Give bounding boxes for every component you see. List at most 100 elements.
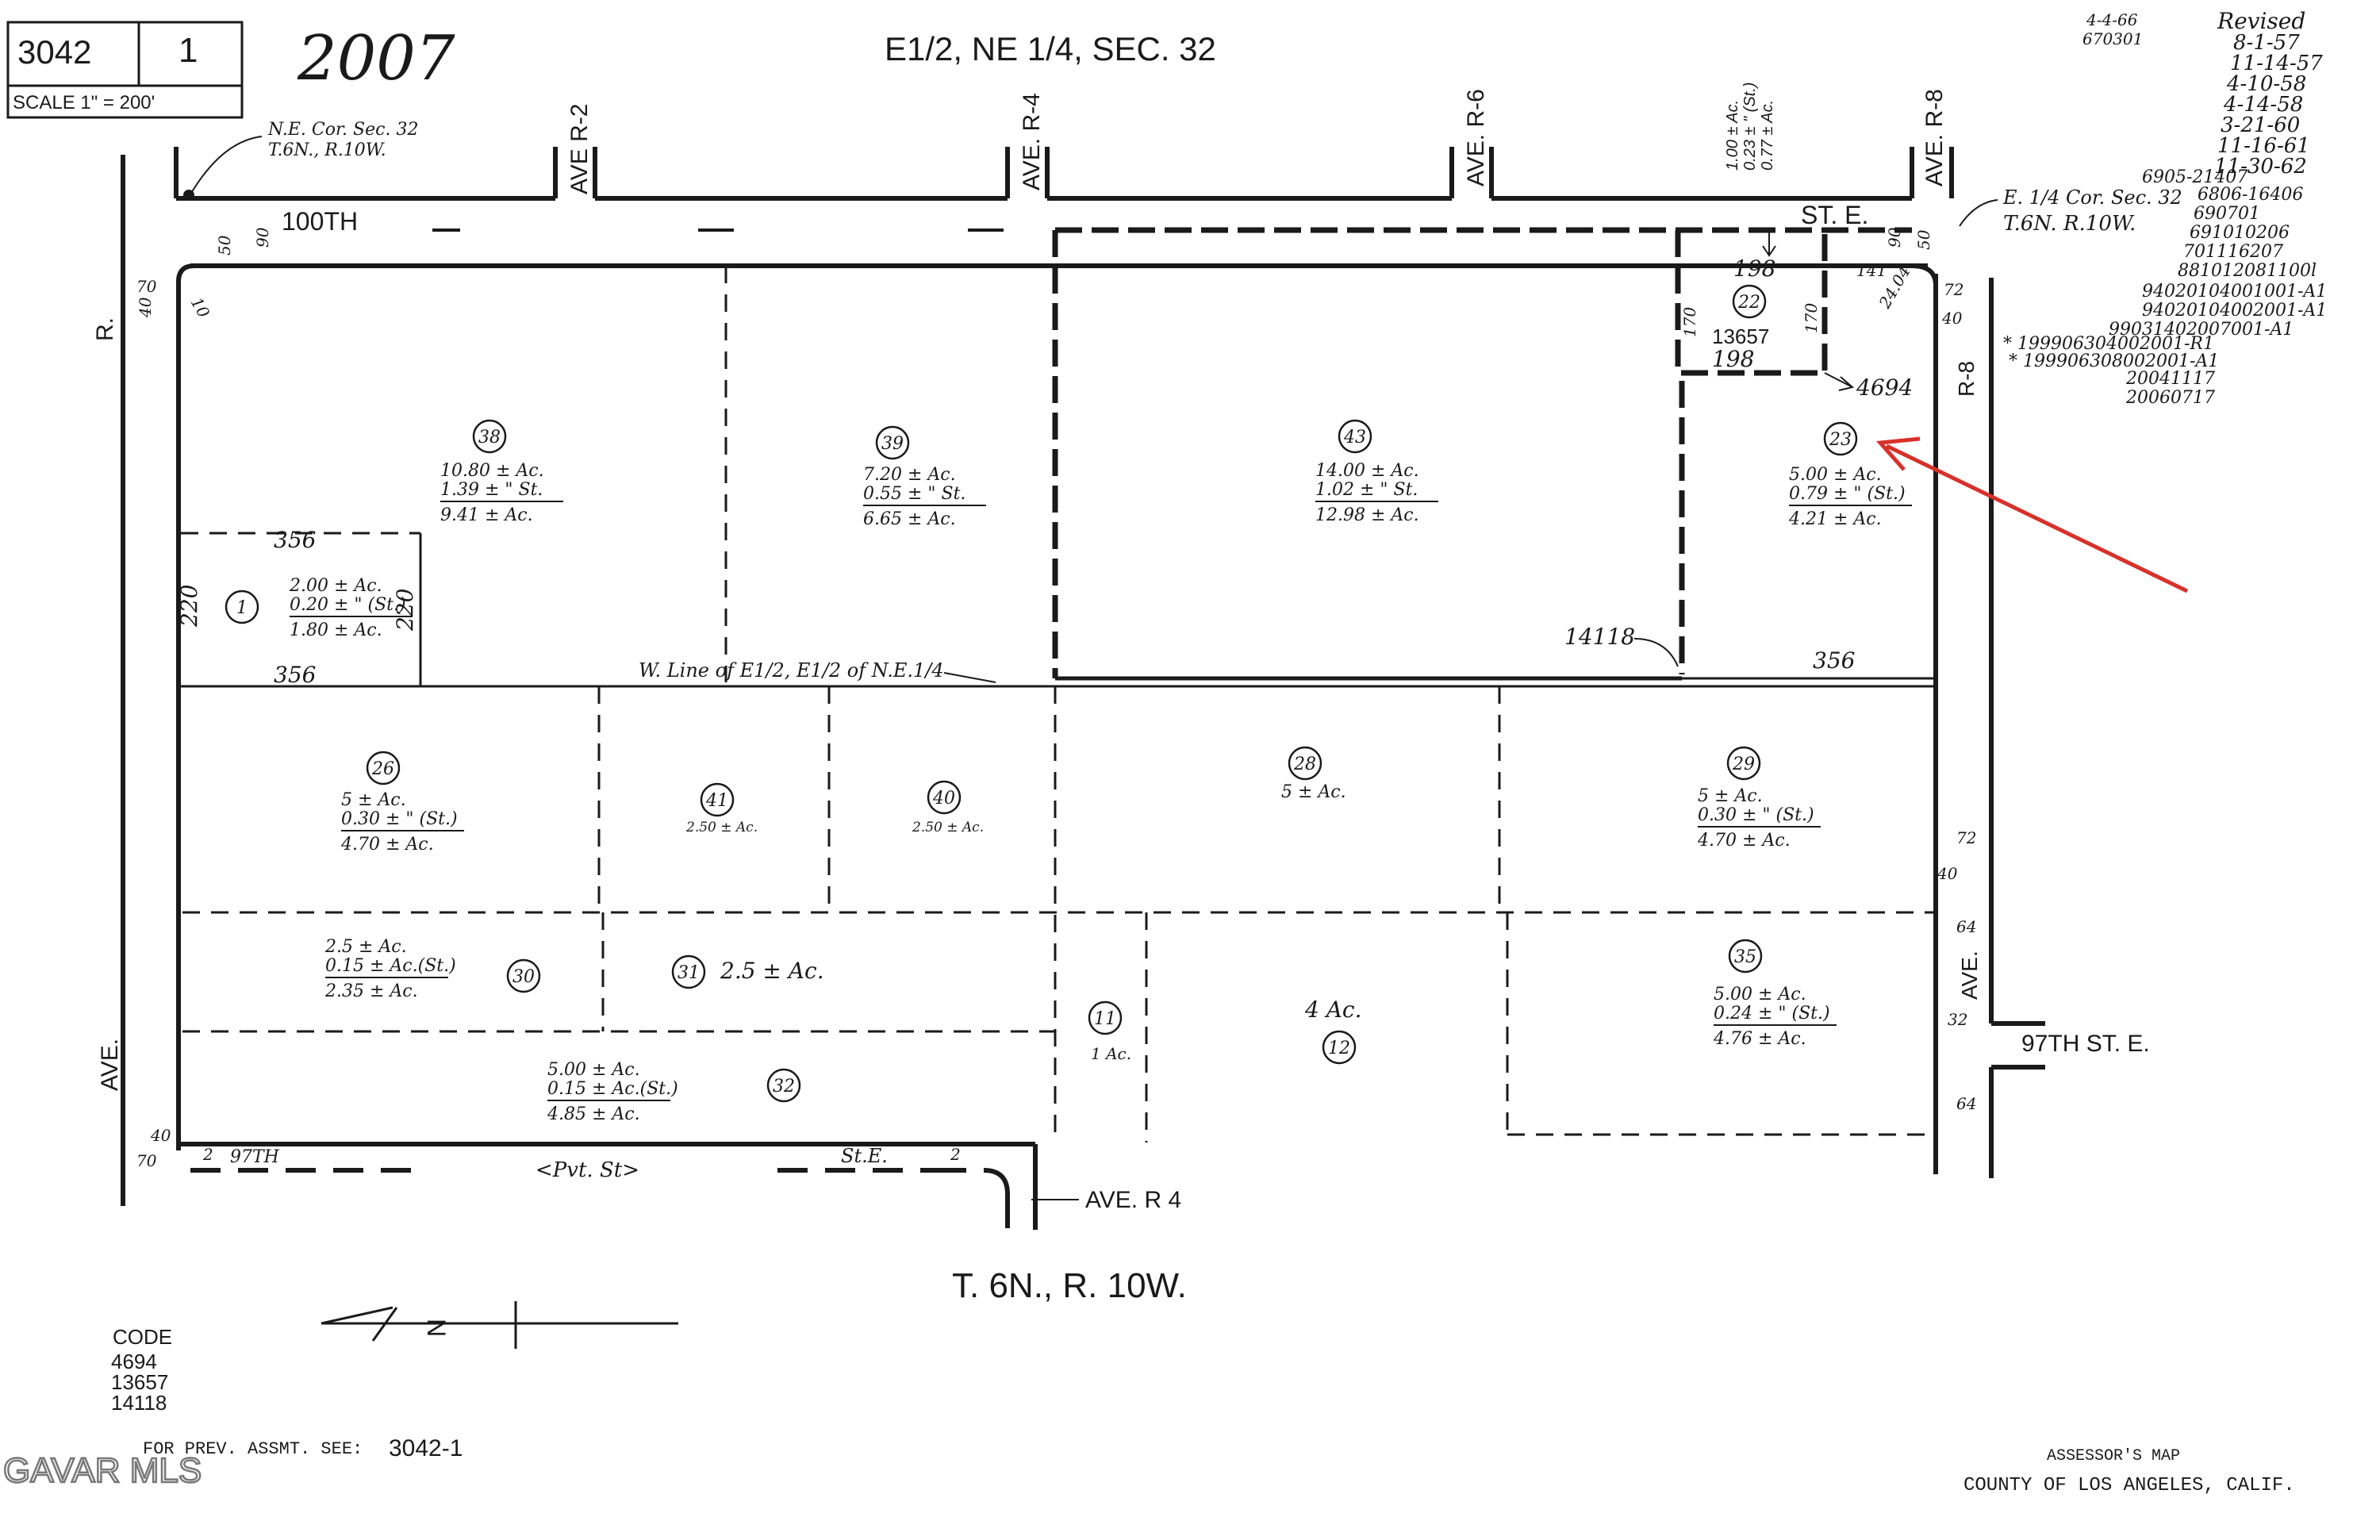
leader-4694 <box>1824 372 1855 391</box>
parcel-number-circle <box>1732 284 1767 319</box>
parcel-street-acres: 0.15 ± Ac.(St.) <box>325 956 456 976</box>
vertical-strip-note: 1.00 ± Ac. 0.23 ± " (St.) 0.77 ± Ac. <box>1724 83 1776 171</box>
parcel-net-acres: 12.98 ± Ac. <box>1315 505 1419 525</box>
parcel-number-circle <box>1726 746 1761 781</box>
parcel-street-acres: 0.20 ± " (St.) <box>290 595 406 615</box>
parcel-solid-lines <box>178 533 1937 1135</box>
revision-date: 4-4-66 <box>2086 10 2138 29</box>
vertical-strip-1: 1.00 ± Ac. <box>1724 100 1741 171</box>
revision-code-entry: 94020104002001-A1 <box>2142 301 2327 321</box>
revision-code-entry: 701116207 <box>2183 242 2283 262</box>
parcel-acres: 10.80 ± Ac. <box>440 461 544 481</box>
parcel-number: 35 <box>1734 947 1756 967</box>
dimension-label: 220 <box>176 585 202 628</box>
parcel-street-acres: 0.79 ± " (St.) <box>1789 484 1906 504</box>
parcel-number-circle <box>1338 419 1372 454</box>
parcel-acres: 5.00 ± Ac. <box>1714 985 1806 1004</box>
map-page-number: 1 <box>178 31 198 70</box>
dimension-label: 356 <box>1813 647 1855 674</box>
township-range: T. 6N., R. 10W. <box>952 1266 1187 1305</box>
street-lines <box>121 147 2045 1230</box>
revision-code-list: 6905-214076806-1640669070169101020670111… <box>2003 167 2327 408</box>
red-arrow-annotation-icon <box>1875 436 2189 593</box>
parcel-number: 28 <box>1293 755 1316 774</box>
parcel-number-circle <box>671 954 706 989</box>
dimension-label: 40 <box>1941 309 1963 328</box>
revision-entry: 3-21-60 <box>2221 113 2300 137</box>
leader-w-line <box>943 672 996 683</box>
revision-code-entry: 6905-21407 <box>2142 167 2248 187</box>
street-left-ave: AVE. <box>97 1039 123 1091</box>
leader-e-cor <box>1959 199 1998 227</box>
parcel-dashed-lines <box>181 266 1936 1143</box>
revision-entry: 4-14-58 <box>2223 93 2303 117</box>
dimension-label: 40 <box>150 1126 171 1145</box>
dim-tick-22 <box>1762 230 1776 257</box>
parcel-1: 12.00 ± Ac.0.20 ± " (St.)1.80 ± Ac. <box>225 576 413 640</box>
dimension-label: 70 <box>136 277 157 296</box>
prev-assmt-label: FOR PREV. ASSMT. SEE: <box>143 1439 363 1459</box>
parcel-number-circle <box>1088 1000 1123 1035</box>
parcel-net-acres: 4.21 ± Ac. <box>1788 509 1882 529</box>
parcel-number: 41 <box>705 791 728 811</box>
e-quarter-corner-note: E. 1/4 Cor. Sec. 32 <box>2002 186 2182 209</box>
parcel-net-acres: 4.76 ± Ac. <box>1713 1029 1806 1049</box>
parcel-number: 22 <box>1737 293 1760 313</box>
revision-list: 8-1-5711-14-574-10-584-14-583-21-6011-16… <box>2214 31 2323 179</box>
street-ave-r6: AVE. R-6 <box>1463 89 1489 186</box>
parcel-net-acres: 4.85 ± Ac. <box>547 1104 640 1124</box>
parcel-net-acres: 9.41 ± Ac. <box>440 505 533 525</box>
dimension-label: 356 <box>274 527 316 553</box>
e-quarter-corner-note-2: T.6N. R.10W. <box>2003 212 2136 236</box>
parcel-number-circle <box>700 782 735 817</box>
parcel-number-circle <box>927 780 962 815</box>
parcel-number: 40 <box>932 789 955 808</box>
street-ave-r2: AVE R-2 <box>566 104 593 194</box>
parcel-11: 11 1 Ac. <box>1088 1000 1131 1063</box>
parcel-street-acres: 0.24 ± " (St.) <box>1714 1004 1830 1023</box>
parcel-acres: 5 ± Ac. <box>1281 782 1346 802</box>
parcel-number-circle <box>1728 939 1763 974</box>
vertical-strip-3: 0.77 ± Ac. <box>1759 100 1776 171</box>
bottom-street-corner <box>983 1168 1010 1228</box>
parcel-number: 32 <box>773 1077 795 1096</box>
street-pvt-st: <Pvt. St> <box>536 1158 639 1182</box>
parcel-number: 29 <box>1732 755 1755 774</box>
parcel-number: 12 <box>1328 1039 1350 1058</box>
revision-code-entry: 20041117 <box>2125 369 2215 389</box>
street-ave-bottom-right: AVE. <box>1957 950 1982 1000</box>
street-97th: 97TH ST. E. <box>2021 1031 2150 1057</box>
parcel-street-acres: 0.30 ± " (St.) <box>341 809 458 829</box>
watermark: GAVAR MLS <box>3 1451 202 1490</box>
parcel-number-circle <box>472 419 507 454</box>
revision-entry: 4-10-58 <box>2226 72 2306 96</box>
parcel-acres: 2.50 ± Ac. <box>912 820 984 835</box>
parcel-street-acres: 0.55 ± " St. <box>863 484 965 504</box>
dimension-label: 2 <box>202 1145 213 1164</box>
street-bottom-97th: 97TH <box>230 1147 280 1167</box>
dimension-label: 32 <box>1948 1010 1967 1029</box>
parcel-number-circle <box>1288 746 1322 781</box>
parcel-acres: 1 Ac. <box>1091 1044 1131 1063</box>
parcel-net-acres: 1.80 ± Ac. <box>290 620 382 640</box>
parcel-net-acres: 6.65 ± Ac. <box>863 509 956 529</box>
parcel-number-circle <box>1823 421 1858 456</box>
dimension-label: 70 <box>136 1151 157 1170</box>
dimension-label: 72 <box>1956 828 1976 847</box>
revision-code: 670301 <box>2082 29 2143 48</box>
leader-ne-cor <box>183 136 263 201</box>
parcel-number-circle <box>1322 1030 1357 1065</box>
parcel-street-acres: 1.02 ± " St. <box>1315 480 1418 500</box>
parcel-number: 11 <box>1094 1009 1116 1029</box>
north-arrow-letter: N <box>422 1319 451 1337</box>
street-left-r: R. <box>92 317 118 341</box>
dimension-label: 14118 <box>1564 624 1635 650</box>
parcel-number-circle <box>506 958 541 993</box>
parcel-23: 235.00 ± Ac.0.79 ± " (St.)4.21 ± Ac. <box>1788 421 1912 529</box>
ne-corner-note-2: T.6N., R.10W. <box>268 140 386 160</box>
